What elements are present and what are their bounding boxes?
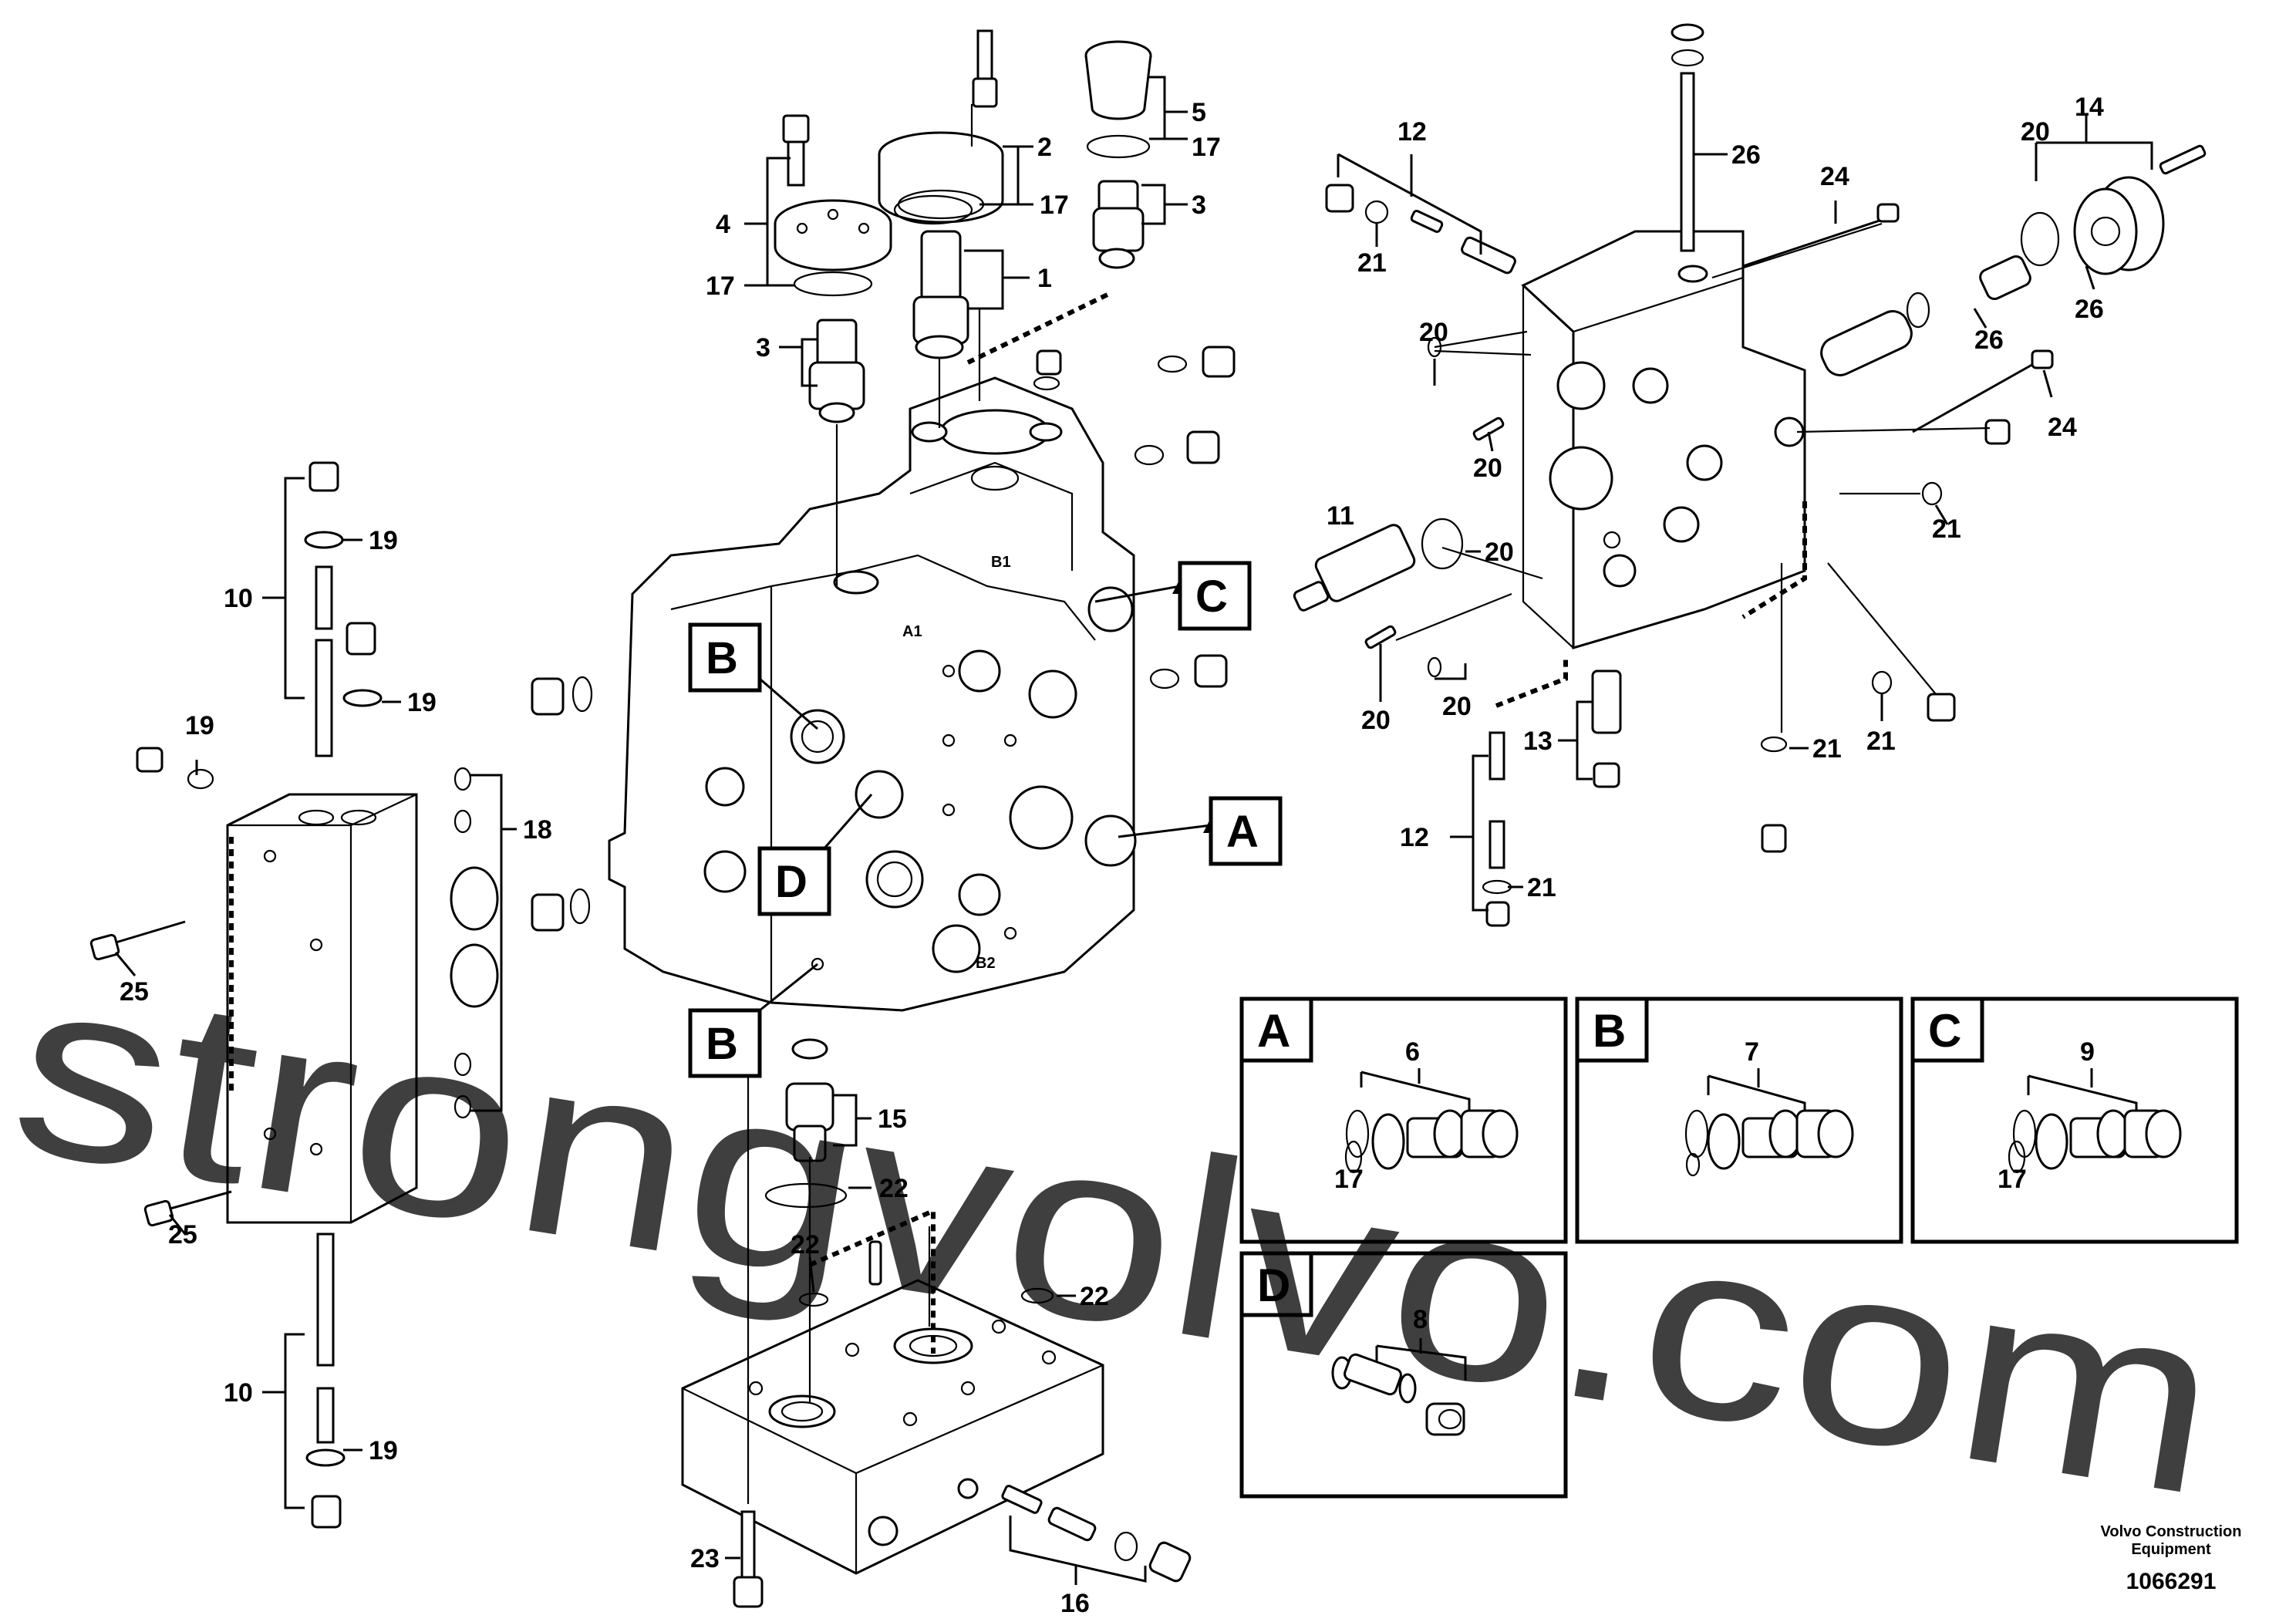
svg-text:C: C (1195, 572, 1228, 622)
body-plugs (531, 346, 1236, 932)
svg-text:B: B (706, 1019, 738, 1069)
callout-22-b: 22 (791, 1230, 820, 1259)
callout-5: 5 (1192, 98, 1206, 127)
control-valve-body: A1 B1 B2 (608, 376, 1137, 1012)
ref-box-d: D (757, 846, 831, 916)
panel-d-part-number: 8 (1413, 1305, 1428, 1334)
callout-17-top-left: 17 (706, 271, 735, 301)
svg-text:C: C (1928, 1005, 1961, 1057)
callout-17-top-right: 17 (1192, 133, 1221, 162)
callout-16: 16 (1060, 1589, 1090, 1618)
bottom-block (681, 1038, 1192, 1608)
svg-text:B: B (1593, 1005, 1626, 1057)
callout-14: 14 (2075, 93, 2104, 122)
callout-17-top-mid: 17 (1040, 191, 1069, 220)
body-mark-b2: B2 (976, 955, 996, 972)
callout-11: 11 (1327, 501, 1354, 531)
callout-23: 23 (690, 1544, 720, 1573)
callout-21-c: 21 (1812, 734, 1842, 764)
callout-18: 18 (523, 815, 552, 845)
callout-19-c: 19 (185, 711, 214, 740)
callout-3-left: 3 (756, 333, 770, 363)
callout-21-e: 21 (1527, 873, 1556, 902)
detail-panel-b: B 7 (1575, 996, 1903, 1244)
panel-c-part-number: 9 (2080, 1037, 2095, 1067)
callout-25-b: 25 (168, 1220, 197, 1249)
top-assemblies (774, 29, 1152, 423)
callout-numbers: 1 2 3 3 4 5 10 10 11 12 12 13 14 15 16 1… (120, 93, 2104, 1618)
callout-15: 15 (878, 1104, 907, 1134)
drawing-number: 1066291 (2126, 1569, 2217, 1594)
callout-20-d: 20 (1361, 706, 1391, 735)
callout-10-top: 10 (224, 584, 253, 613)
detail-panel-d: D 8 (1239, 1251, 1568, 1499)
callout-19-d: 19 (369, 1436, 398, 1465)
callout-21-b: 21 (1932, 514, 1961, 544)
callout-25-a: 25 (120, 977, 149, 1007)
callout-2: 2 (1037, 133, 1052, 162)
svg-text:B: B (706, 633, 738, 683)
callout-20-a: 20 (1419, 318, 1448, 347)
body-mark-a1: A1 (902, 623, 922, 640)
reference-boxes: B C A D B (688, 561, 1283, 1078)
callout-12-bottom: 12 (1400, 823, 1429, 852)
callout-24-b: 24 (2048, 413, 2077, 442)
callout-4: 4 (716, 210, 730, 239)
panel-c-ring-number: 17 (1998, 1165, 2027, 1194)
callout-19-a: 19 (369, 526, 398, 555)
callout-3-right: 3 (1192, 191, 1206, 220)
body-mark-b1: B1 (991, 554, 1011, 571)
svg-text:A: A (1257, 1005, 1290, 1057)
footer: Volvo Construction Equipment 1066291 (2101, 1523, 2242, 1594)
ref-box-c: C (1178, 561, 1252, 631)
callout-21-d: 21 (1866, 727, 1896, 756)
callout-1: 1 (1037, 264, 1052, 293)
ref-box-b-bottom: B (688, 1008, 762, 1078)
right-valve-block (1293, 23, 2207, 927)
svg-text:A: A (1226, 807, 1259, 857)
callout-20-c: 20 (1485, 538, 1514, 567)
panel-a-part-number: 6 (1405, 1037, 1420, 1067)
callout-24-a: 24 (1820, 162, 1849, 191)
callout-22-a: 22 (879, 1174, 909, 1203)
callout-26-a: 26 (1731, 140, 1761, 170)
callout-20-b: 20 (1473, 454, 1502, 483)
panel-b-part-number: 7 (1745, 1037, 1759, 1067)
ref-box-a: A (1209, 796, 1283, 866)
callout-26-c: 26 (2075, 295, 2104, 324)
left-valve-block (89, 461, 499, 1529)
callout-20-f: 20 (2021, 117, 2050, 147)
svg-text:D: D (775, 857, 807, 907)
callout-19-b: 19 (407, 688, 437, 717)
callout-12-top: 12 (1397, 117, 1427, 147)
leader-lines (114, 76, 2153, 1585)
callout-22-c: 22 (1080, 1282, 1109, 1311)
callout-20-e: 20 (1442, 692, 1472, 721)
panel-a-ring-number: 17 (1334, 1165, 1364, 1194)
footer-subtitle: Equipment (2131, 1541, 2211, 1558)
callout-13: 13 (1523, 727, 1553, 756)
detail-panel-c: C 9 17 (1910, 996, 2239, 1244)
callout-21-a: 21 (1357, 248, 1387, 278)
svg-text:D: D (1257, 1259, 1290, 1311)
footer-company: Volvo Construction (2101, 1523, 2242, 1540)
ref-box-b-top: B (688, 622, 762, 693)
callout-10-bottom: 10 (224, 1378, 253, 1408)
detail-panel-a: A 6 17 (1239, 996, 1568, 1244)
callout-26-b: 26 (1974, 325, 2004, 355)
